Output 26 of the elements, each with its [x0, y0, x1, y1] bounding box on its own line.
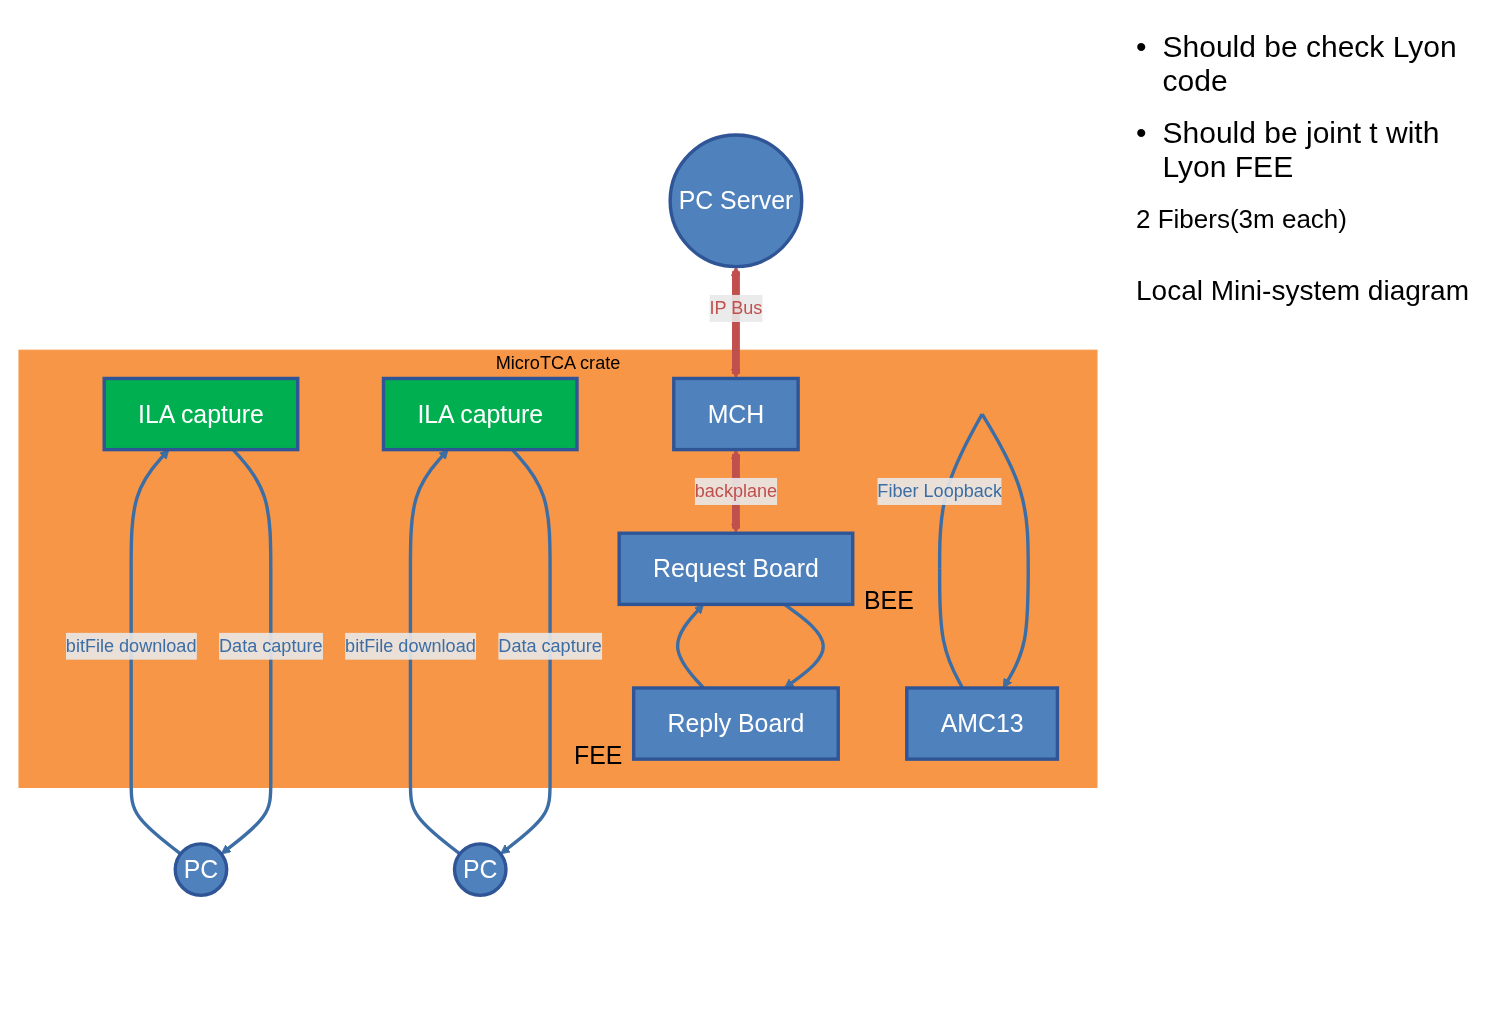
- bullet-note: Should be joint t with Lyon FEE: [1162, 116, 1441, 184]
- edge-label: bitFile download: [345, 635, 476, 656]
- bullet-note: Should be check Lyon code: [1162, 30, 1458, 98]
- edge-label: IP Bus: [709, 298, 763, 318]
- arrow: [408, 449, 461, 856]
- edge-label: Fiber Loopback: [877, 481, 1002, 501]
- bullet-marker: •: [1136, 116, 1147, 151]
- node-box: MCH: [672, 376, 800, 452]
- edge-label: backplane: [694, 481, 778, 501]
- node-box: Request Board: [617, 531, 855, 606]
- node-box: ILA capture: [381, 376, 579, 452]
- node-box: AMC13: [905, 686, 1060, 761]
- node-circle: PC Server: [668, 133, 804, 269]
- node-circle: PC: [173, 842, 229, 897]
- node-box: ILA capture: [102, 376, 300, 452]
- edge-label: Data capture: [219, 635, 323, 656]
- side-label: BEE: [864, 586, 914, 614]
- note-text: 2 Fibers(3m each): [1136, 204, 1348, 235]
- arrow: [129, 449, 182, 856]
- node-circle: PC: [452, 842, 508, 897]
- edge-label: bitFile download: [65, 635, 197, 656]
- caption: Local Mini-system diagram: [1136, 275, 1470, 307]
- edge-label: Data capture: [498, 635, 602, 656]
- side-label: FEE: [574, 741, 623, 769]
- node-box: Reply Board: [631, 686, 840, 761]
- bullet-marker: •: [1136, 30, 1147, 65]
